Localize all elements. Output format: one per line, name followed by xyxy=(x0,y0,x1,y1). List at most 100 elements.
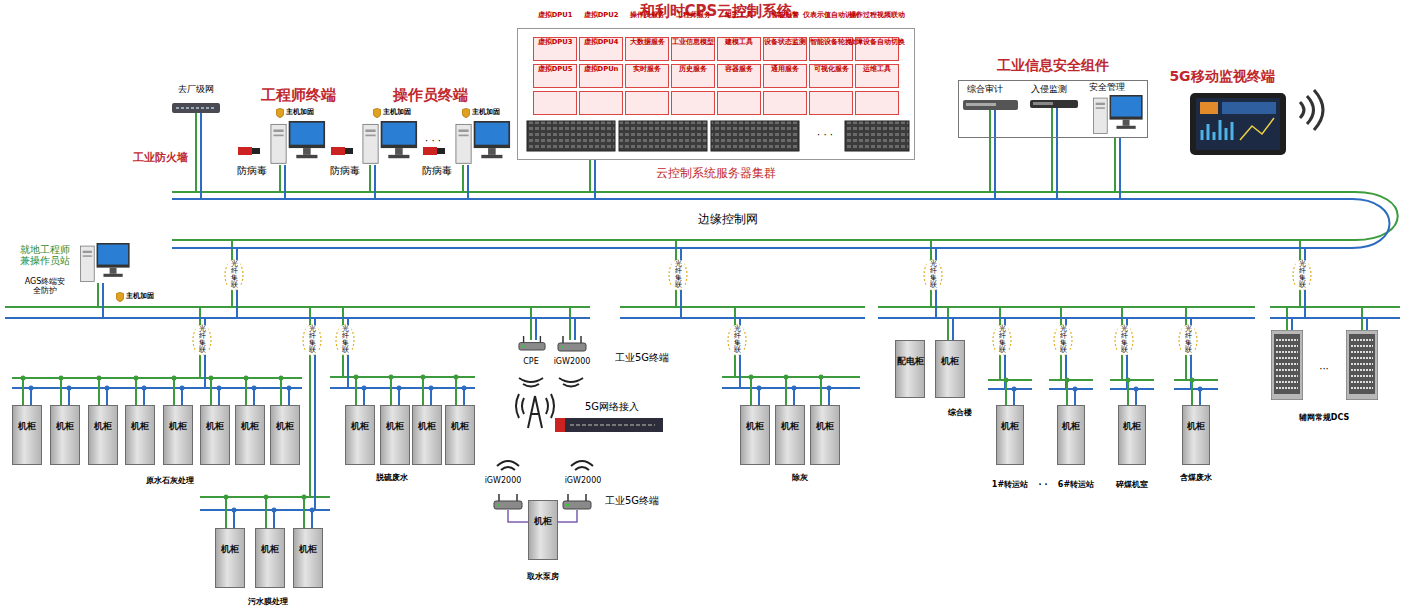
diagram-label: 综合楼 xyxy=(948,409,972,418)
cabinet-label: 机柜 xyxy=(221,545,239,587)
diagram-label: 就地工程师兼操作员站 xyxy=(19,244,71,266)
diagram-label: 操作员终端 xyxy=(393,87,468,104)
cabinet-box: 机柜 xyxy=(810,405,840,465)
junction-dot xyxy=(287,386,292,391)
diagram-label: 工业5G终端 xyxy=(615,352,669,363)
drop-wire xyxy=(225,497,227,528)
service-box: 虚拟DPU5 xyxy=(533,91,577,115)
security-panel: 工业信息安全组件综合审计入侵监测安全管理 xyxy=(958,80,1148,138)
service-box: 运维工具 xyxy=(855,91,899,115)
diagram-label: 防病毒 xyxy=(237,165,267,176)
diagram-label: 主机加固 xyxy=(383,109,411,117)
diagram-label: · · · xyxy=(817,129,833,140)
drop-wire xyxy=(253,388,255,405)
service-name: 运维工具 xyxy=(816,66,938,73)
drop-wire xyxy=(30,388,32,405)
junction-dot xyxy=(421,375,426,380)
cabinet-box: 机柜 xyxy=(215,528,245,588)
diagram-label: 防病毒 xyxy=(330,165,360,176)
cabinet-label: 机柜 xyxy=(746,422,764,464)
fiber-link-label: 光纤集联 xyxy=(996,326,1009,355)
service-box: 虚拟DPUn xyxy=(579,91,623,115)
service-name: 故障设备自动切换 xyxy=(816,39,938,46)
fiber-link-label: 光纤集联 xyxy=(1182,326,1195,355)
drop-wire xyxy=(303,497,305,528)
drop-wire xyxy=(355,377,357,405)
drop-wire xyxy=(210,378,212,405)
diagram-label: 去厂级网 xyxy=(178,85,214,95)
cabinet-box: 机柜 xyxy=(412,405,442,465)
junction-dot xyxy=(232,508,237,513)
drop-wire xyxy=(173,378,175,405)
cabinet-label: 机柜 xyxy=(56,422,74,464)
panel-text: 安全管理 xyxy=(1089,83,1125,93)
diagram-label: 主机加固 xyxy=(126,293,154,301)
junction-dot xyxy=(180,386,185,391)
drop-wire xyxy=(422,377,424,405)
junction-dot xyxy=(827,386,832,391)
junction-dot xyxy=(792,386,797,391)
cabinet-box: 机柜 xyxy=(1057,405,1085,465)
cabinet-box: 机柜 xyxy=(445,405,475,465)
junction-dot xyxy=(310,508,315,513)
junction-dot xyxy=(224,495,229,500)
diagram-label: 工业5G终端 xyxy=(605,495,659,506)
drop-wire xyxy=(793,388,795,405)
cabinet-box: 机柜 xyxy=(270,405,300,465)
panel-text: 综合审计 xyxy=(967,85,1003,95)
fiber-link-label: 光纤集联 xyxy=(731,326,744,355)
junction-dot xyxy=(217,386,222,391)
panel-text: 入侵监测 xyxy=(1031,85,1067,95)
diagram-label: 5G移动监视终端 xyxy=(1169,69,1274,84)
service-name: 操作过程视频联动 xyxy=(816,12,938,19)
drop-wire xyxy=(181,388,183,405)
diagram-label: 6#转运站 xyxy=(1058,481,1094,490)
junction-dot xyxy=(749,375,754,380)
diagram-label: 除灰 xyxy=(792,474,808,483)
cloud-control-panel: 和利时CPS云控制系统云控制系统服务器集群虚拟DPU1虚拟DPU2操作员服务工程… xyxy=(517,28,915,160)
drop-wire xyxy=(98,378,100,405)
diagram-label: 取水泵房 xyxy=(527,573,559,582)
drop-wire xyxy=(1005,380,1007,405)
cabinet-box: 机柜 xyxy=(125,405,155,465)
junction-dot xyxy=(1012,387,1017,392)
drop-wire xyxy=(1066,380,1068,405)
diagram-label: 1#转运站 xyxy=(992,481,1028,490)
fiber-link-label: 光纤集联 xyxy=(306,326,319,355)
cabinet-box: 机柜 xyxy=(88,405,118,465)
drop-wire xyxy=(280,378,282,405)
cabinet-box: 机柜 xyxy=(380,405,410,465)
service-box: 通用服务 xyxy=(763,91,807,115)
diagram-label: 主机加固 xyxy=(286,109,314,117)
junction-dot xyxy=(389,375,394,380)
drop-wire xyxy=(785,377,787,405)
cabinet-label: 机柜 xyxy=(206,422,224,464)
fiber-link-label: 光纤集联 xyxy=(672,261,685,290)
cabinet-label: 机柜 xyxy=(131,422,149,464)
junction-dot xyxy=(21,376,26,381)
panel-heading: 工业信息安全组件 xyxy=(929,58,1177,73)
junction-dot xyxy=(757,386,762,391)
cabinet-box: 机柜 xyxy=(50,405,80,465)
cabinet-box: 机柜 xyxy=(935,340,965,398)
cabinet-label: 机柜 xyxy=(1001,422,1019,464)
junction-dot xyxy=(462,386,467,391)
junction-dot xyxy=(264,495,269,500)
junction-dot xyxy=(59,376,64,381)
service-box: 容器服务 xyxy=(717,91,761,115)
cabinet-box: 机柜 xyxy=(1182,405,1210,465)
drop-wire xyxy=(455,377,457,405)
junction-dot xyxy=(97,376,102,381)
cabinet-box: 机柜 xyxy=(163,405,193,465)
cabinet-label: 机柜 xyxy=(816,422,834,464)
drop-wire xyxy=(758,388,760,405)
cabinet-label: 机柜 xyxy=(351,422,369,464)
cabinet-label: 机柜 xyxy=(18,422,36,464)
diagram-label: 工程师终端 xyxy=(261,87,336,104)
diagram-label: · · · xyxy=(425,135,441,146)
drop-wire xyxy=(750,377,752,405)
cabinet-box: 配电柜 xyxy=(895,340,925,398)
junction-dot xyxy=(819,375,824,380)
junction-dot xyxy=(1190,378,1195,383)
cabinet-label: 配电柜 xyxy=(897,357,924,397)
